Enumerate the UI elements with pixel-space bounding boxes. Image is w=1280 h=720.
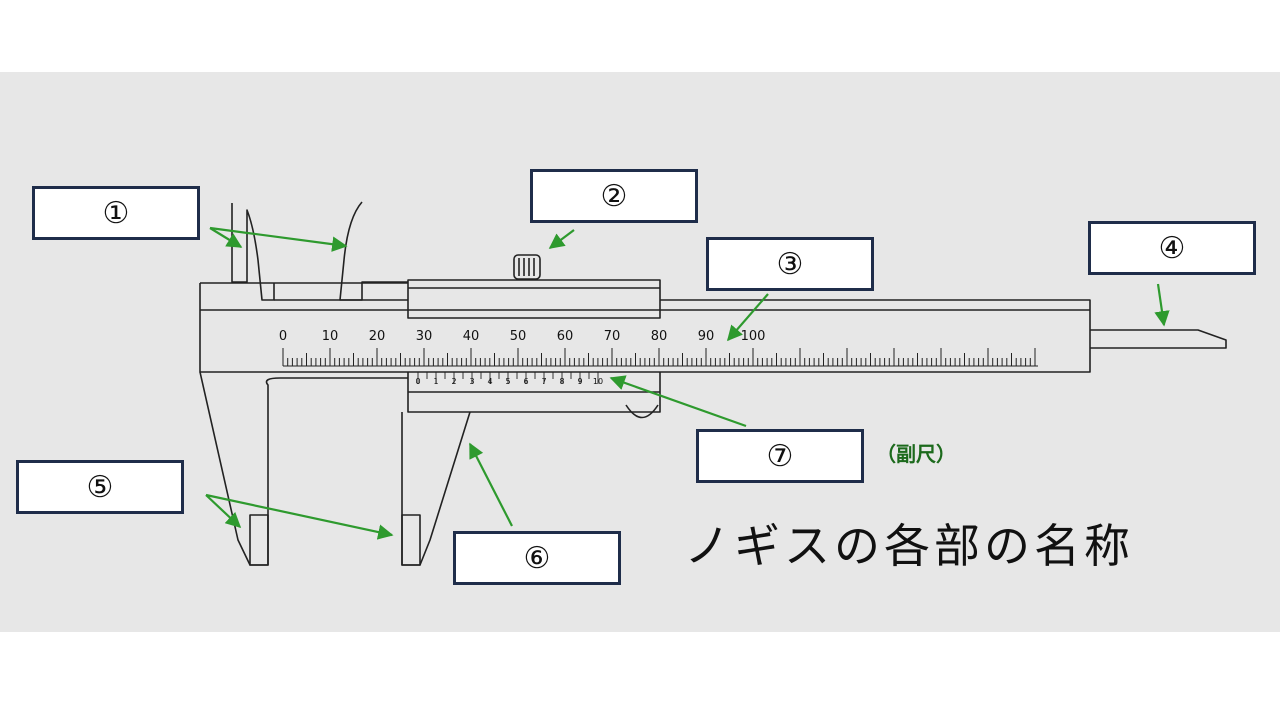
arrow-2 bbox=[548, 229, 575, 249]
vernier-tick-label: 0 bbox=[415, 377, 420, 386]
main-scale bbox=[282, 348, 1038, 367]
main-tick-label: 10 bbox=[322, 329, 339, 344]
main-tick-label: 0 bbox=[279, 329, 287, 344]
vernier-note: （副尺） bbox=[876, 442, 956, 466]
arrow-7 bbox=[609, 375, 747, 428]
jaw-tip-sliding bbox=[401, 514, 421, 566]
main-tick-label: 60 bbox=[557, 329, 574, 344]
clamp-screw bbox=[513, 254, 541, 280]
main-tick-label: 90 bbox=[698, 329, 715, 344]
vernier-tick-label: 5 bbox=[505, 377, 510, 386]
main-scale-labels: 0 10 20 30 40 50 60 70 80 90 100 bbox=[279, 329, 766, 344]
main-tick-label: 50 bbox=[510, 329, 527, 344]
label-box-5[interactable]: ⑤ bbox=[16, 460, 184, 514]
arrow-3 bbox=[726, 293, 769, 342]
outside-jaw-fixed bbox=[199, 371, 408, 566]
inside-jaw-fixed bbox=[231, 203, 275, 301]
arrow-6 bbox=[469, 442, 513, 527]
vernier-tick-label: 10 bbox=[593, 377, 603, 386]
main-tick-label: 30 bbox=[416, 329, 433, 344]
vernier-tick-label: 3 bbox=[469, 377, 474, 386]
arrow-1a bbox=[209, 227, 243, 248]
label-box-7[interactable]: ⑦ bbox=[696, 429, 864, 483]
label-box-3[interactable]: ③ bbox=[706, 237, 874, 291]
label-box-4[interactable]: ④ bbox=[1088, 221, 1256, 275]
diagram-background bbox=[0, 72, 1280, 632]
depth-bar bbox=[1090, 329, 1227, 349]
label-box-1[interactable]: ① bbox=[32, 186, 200, 240]
main-tick-label: 40 bbox=[463, 329, 480, 344]
arrow-1b bbox=[209, 226, 348, 252]
vernier-tick-label: 6 bbox=[523, 377, 528, 386]
diagram-title: ノギスの各部の名称 bbox=[684, 519, 1134, 573]
main-tick-label: 100 bbox=[741, 329, 766, 344]
callout-arrows bbox=[205, 226, 1170, 540]
main-tick-label: 20 bbox=[369, 329, 386, 344]
slider-body bbox=[407, 279, 661, 319]
vernier-tick-label: 7 bbox=[541, 377, 546, 386]
main-beam bbox=[199, 282, 1091, 373]
vernier-tick-label: 2 bbox=[451, 377, 456, 386]
thumb-roller bbox=[625, 404, 659, 419]
arrow-5b bbox=[205, 493, 394, 540]
vernier-scale bbox=[417, 372, 599, 384]
vernier-plate bbox=[407, 372, 661, 413]
jaw-tip-fixed bbox=[249, 514, 269, 566]
main-tick-label: 70 bbox=[604, 329, 621, 344]
label-box-6[interactable]: ⑥ bbox=[453, 531, 621, 585]
label-box-2[interactable]: ② bbox=[530, 169, 698, 223]
inside-jaw-sliding bbox=[339, 201, 408, 301]
vernier-tick-label: 1 bbox=[433, 377, 438, 386]
vernier-tick-label: 4 bbox=[487, 377, 492, 386]
vernier-tick-label: 9 bbox=[577, 377, 582, 386]
vernier-tick-label: 8 bbox=[559, 377, 564, 386]
arrow-5a bbox=[205, 494, 242, 529]
arrow-4 bbox=[1154, 283, 1170, 327]
vernier-scale-labels: 0 1 2 3 4 5 6 7 8 9 10 bbox=[415, 377, 603, 386]
main-tick-label: 80 bbox=[651, 329, 668, 344]
